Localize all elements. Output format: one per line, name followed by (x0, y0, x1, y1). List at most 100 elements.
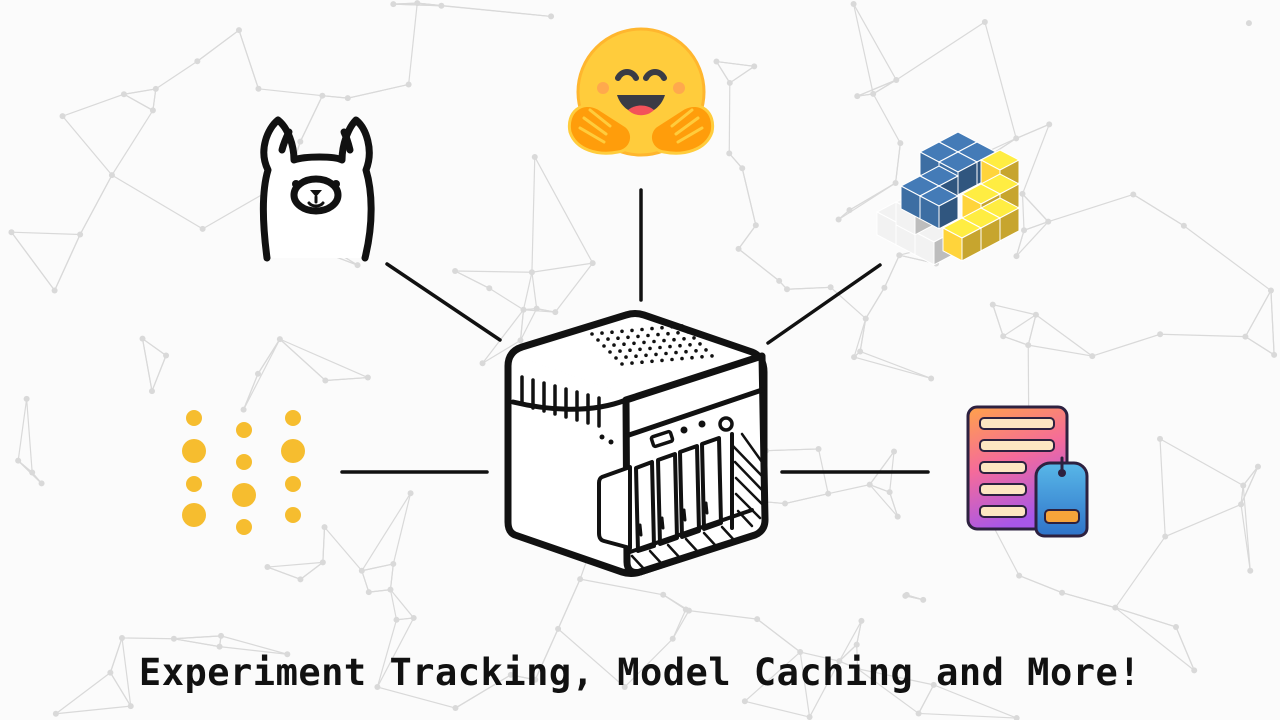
network-node (240, 406, 247, 413)
network-link (624, 638, 674, 688)
network-node (319, 92, 326, 99)
network-link (1092, 333, 1161, 357)
network-node (552, 309, 559, 316)
network-link (1035, 314, 1093, 357)
network-node (51, 287, 58, 294)
network-link (895, 21, 986, 81)
vent-dot (684, 349, 688, 354)
connector-python (766, 263, 882, 345)
vent-dot (612, 343, 616, 347)
network-node (754, 616, 761, 623)
network-node (1025, 342, 1032, 349)
vent-dot (692, 336, 696, 340)
vent-dot (650, 359, 654, 364)
network-node (284, 651, 291, 658)
network-link (267, 561, 323, 568)
network-node (344, 95, 351, 102)
network-node (1240, 482, 1247, 489)
network-node (776, 277, 783, 284)
network-link (716, 60, 755, 67)
network-link (376, 617, 415, 688)
network-link (1183, 225, 1272, 292)
yellow-dots-logo-icon (182, 410, 305, 535)
network-link (830, 286, 867, 320)
vent-dot (652, 339, 656, 344)
network-node (1157, 435, 1164, 442)
network-link (992, 304, 1004, 337)
network-link (55, 672, 111, 715)
network-link (1021, 193, 1025, 231)
vent-dot (634, 354, 638, 359)
network-link (1175, 626, 1195, 671)
network-link (389, 589, 415, 619)
network-node (139, 335, 146, 342)
network-node (1172, 623, 1179, 630)
vent-dot (610, 330, 614, 335)
network-node (364, 374, 371, 381)
network-node (1016, 572, 1023, 579)
network-node (1045, 218, 1052, 225)
network-link (376, 619, 398, 688)
network-link (62, 93, 125, 117)
network-link (728, 82, 731, 154)
network-link (10, 231, 56, 291)
network-node (1180, 222, 1187, 229)
network-node (928, 375, 935, 382)
network-node (850, 0, 857, 7)
network-node (152, 85, 159, 92)
network-node (784, 286, 791, 293)
network-link (857, 668, 934, 686)
network-node (410, 614, 417, 621)
network-node (8, 229, 15, 236)
network-link (883, 254, 900, 288)
network-node (297, 138, 304, 145)
network-node (782, 500, 789, 507)
network-link (111, 110, 154, 176)
network-link (522, 272, 533, 310)
network-node (321, 524, 328, 531)
network-link (918, 684, 935, 714)
network-node (194, 58, 201, 65)
network-node (1130, 191, 1137, 198)
network-link (488, 287, 524, 311)
network-node (851, 354, 858, 361)
network-link (109, 637, 123, 673)
network-node (669, 635, 676, 642)
network-node (216, 643, 223, 650)
vent-dot (680, 356, 684, 361)
network-link (361, 570, 370, 593)
network-link (580, 578, 664, 596)
network-node (235, 27, 242, 34)
network-link (1160, 333, 1246, 338)
network-link (1240, 466, 1259, 505)
network-link (756, 618, 801, 653)
vent-dot (632, 341, 636, 346)
vent-dot (670, 325, 674, 329)
network-link (738, 224, 757, 250)
network-node (170, 635, 177, 642)
network-link (11, 231, 81, 236)
network-link (377, 686, 456, 709)
network-link (889, 491, 899, 517)
network-link (455, 270, 532, 273)
network-link (849, 182, 896, 211)
network-node (589, 260, 596, 267)
network-link (1240, 485, 1244, 505)
network-link (741, 168, 757, 226)
network-link (853, 3, 897, 81)
network-node (1112, 604, 1119, 611)
network-link (800, 651, 840, 662)
network-node (1000, 333, 1007, 340)
vent-dot (686, 330, 690, 334)
network-node (881, 284, 888, 291)
network-node (846, 207, 853, 214)
network-node (59, 113, 66, 120)
vent-dot (662, 338, 666, 343)
network-node (1013, 715, 1020, 720)
network-node (577, 576, 584, 583)
network-link (141, 338, 153, 392)
network-link (1003, 335, 1029, 346)
network-link (267, 566, 301, 580)
